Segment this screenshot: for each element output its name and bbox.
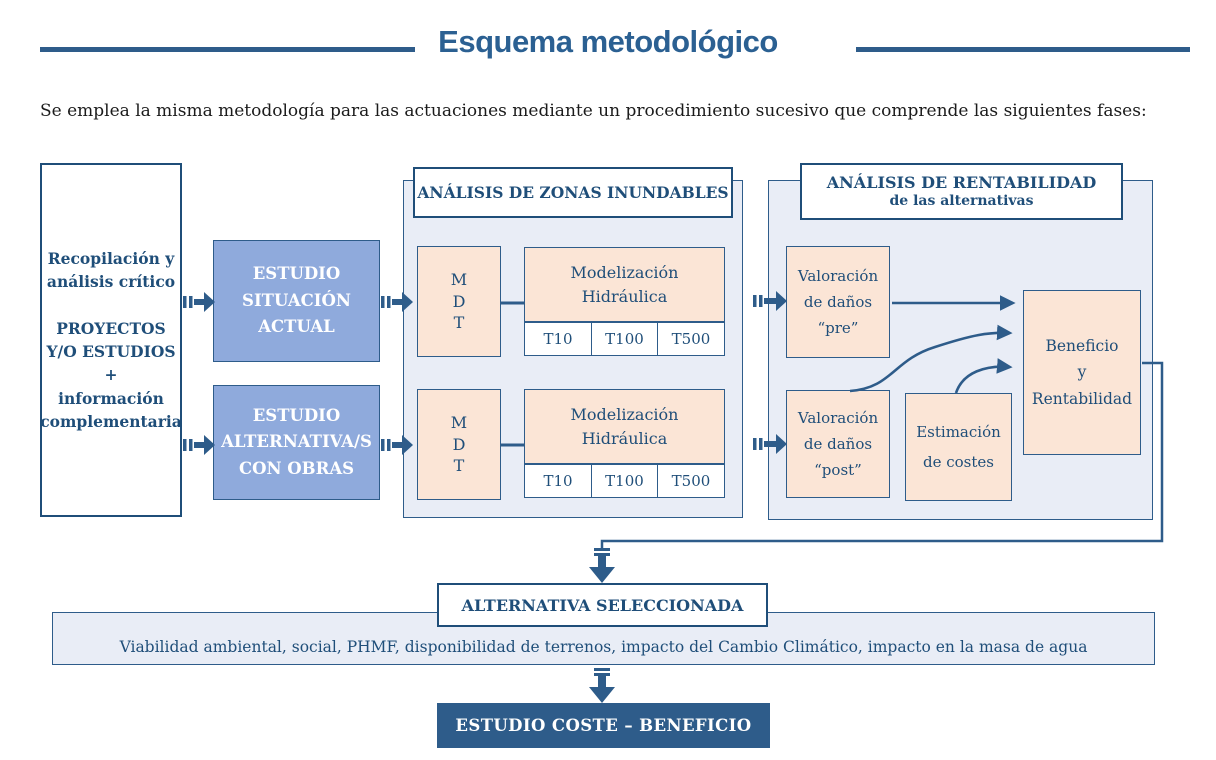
damage-valuation-post-box: Valoración de daños “post”	[786, 390, 890, 498]
title-rule-left	[40, 47, 415, 52]
t500-cell: T500	[657, 464, 725, 498]
profit-analysis-header: ANÁLISIS DE RENTABILIDAD de las alternat…	[800, 163, 1123, 220]
title-rule-right	[856, 47, 1190, 52]
t500-cell: T500	[657, 322, 725, 356]
damage-valuation-pre-box: Valoración de daños “pre”	[786, 246, 890, 358]
t10-cell: T10	[524, 464, 592, 498]
t10-cell: T10	[524, 322, 592, 356]
profit-header-line2: de las alternativas	[889, 192, 1034, 209]
flow-arrow-icon	[753, 432, 787, 456]
t100-cell: T100	[590, 464, 659, 498]
return-period-row: T10 T100 T500	[524, 464, 725, 498]
source-box: Recopilación y análisis crítico PROYECTO…	[40, 163, 182, 517]
page-title: Esquema metodológico	[438, 24, 778, 59]
down-arrow-icon	[587, 668, 617, 703]
profit-header-line1: ANÁLISIS DE RENTABILIDAD	[826, 172, 1097, 192]
flow-arrow-icon	[381, 433, 413, 457]
flow-arrow-icon	[183, 433, 215, 457]
flow-arrow-icon	[753, 289, 787, 313]
cost-estimate-box: Estimación de costes	[905, 393, 1012, 501]
study-alternatives-box: ESTUDIO ALTERNATIVA/S CON OBRAS	[213, 385, 380, 500]
hydraulic-model-group-row2: Modelización Hidráulica T10 T100 T500	[524, 389, 725, 498]
return-period-row: T10 T100 T500	[524, 322, 725, 356]
cost-benefit-study-box: ESTUDIO COSTE – BENEFICIO	[437, 703, 770, 748]
hydraulic-model-group-row1: Modelización Hidráulica T10 T100 T500	[524, 247, 725, 356]
alternative-selected-box: ALTERNATIVA SELECCIONADA	[437, 583, 768, 627]
flow-arrow-icon	[183, 290, 215, 314]
t100-cell: T100	[590, 322, 659, 356]
benefit-profitability-box: Beneficio y Rentabilidad	[1023, 290, 1141, 455]
mdt-box-row2: M D T	[417, 389, 501, 500]
flow-arrow-icon	[381, 290, 413, 314]
flood-analysis-header: ANÁLISIS DE ZONAS INUNDABLES	[413, 167, 733, 218]
intro-text: Se emplea la misma metodología para las …	[40, 101, 1147, 121]
mdt-box-row1: M D T	[417, 246, 501, 357]
hydraulic-model-box: Modelización Hidráulica	[524, 247, 725, 322]
study-current-situation-box: ESTUDIO SITUACIÓN ACTUAL	[213, 240, 380, 362]
hydraulic-model-box: Modelización Hidráulica	[524, 389, 725, 464]
down-arrow-icon	[587, 548, 617, 583]
